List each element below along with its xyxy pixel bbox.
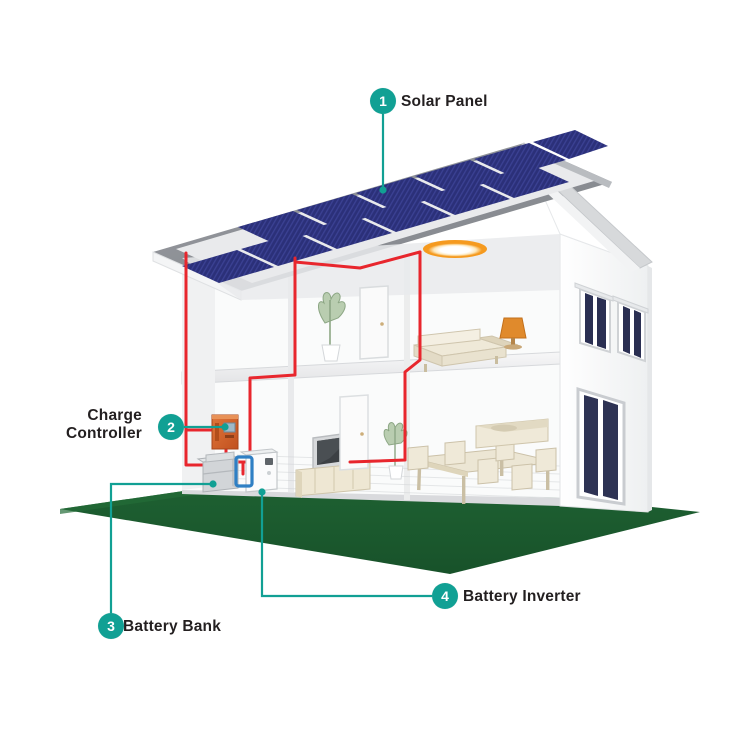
table-lamp (499, 317, 527, 350)
wire-partition-drop (348, 250, 422, 464)
ceiling-light (423, 240, 487, 258)
callout-badge-2[interactable]: 2 (158, 414, 184, 440)
window-upper-right (612, 295, 649, 363)
callout-badge-3[interactable]: 3 (98, 613, 124, 639)
partition-lower-a (288, 378, 294, 492)
indoor-plant-upper (318, 292, 346, 362)
house (152, 130, 653, 513)
sofa (413, 328, 519, 372)
callout-badge-4[interactable]: 4 (432, 583, 458, 609)
callout-label-2: Charge Controller (65, 407, 142, 442)
wire-ceiling-run (293, 250, 422, 270)
facade-right-edge (648, 266, 652, 512)
callout-label-3: Battery Bank (123, 618, 222, 635)
wire-ceiling-drop (248, 260, 297, 472)
battery-bank[interactable] (196, 451, 240, 493)
window-upper-left (574, 282, 614, 354)
callout-label-4: Battery Inverter (463, 588, 581, 605)
indoor-plant-lower (383, 422, 408, 480)
kitchen-counter (475, 418, 549, 449)
callout-label-1: Solar Panel (401, 93, 488, 110)
interior-door-lower (339, 394, 369, 471)
solar-panel-array[interactable] (176, 130, 608, 283)
callout-badge-1[interactable]: 1 (370, 88, 396, 114)
window-lower (576, 386, 626, 506)
battery-inverter[interactable] (234, 448, 279, 493)
interior-left-return (182, 258, 215, 490)
media-console (295, 462, 371, 498)
interior-door-upper (359, 285, 389, 360)
charge-controller[interactable] (211, 414, 239, 450)
